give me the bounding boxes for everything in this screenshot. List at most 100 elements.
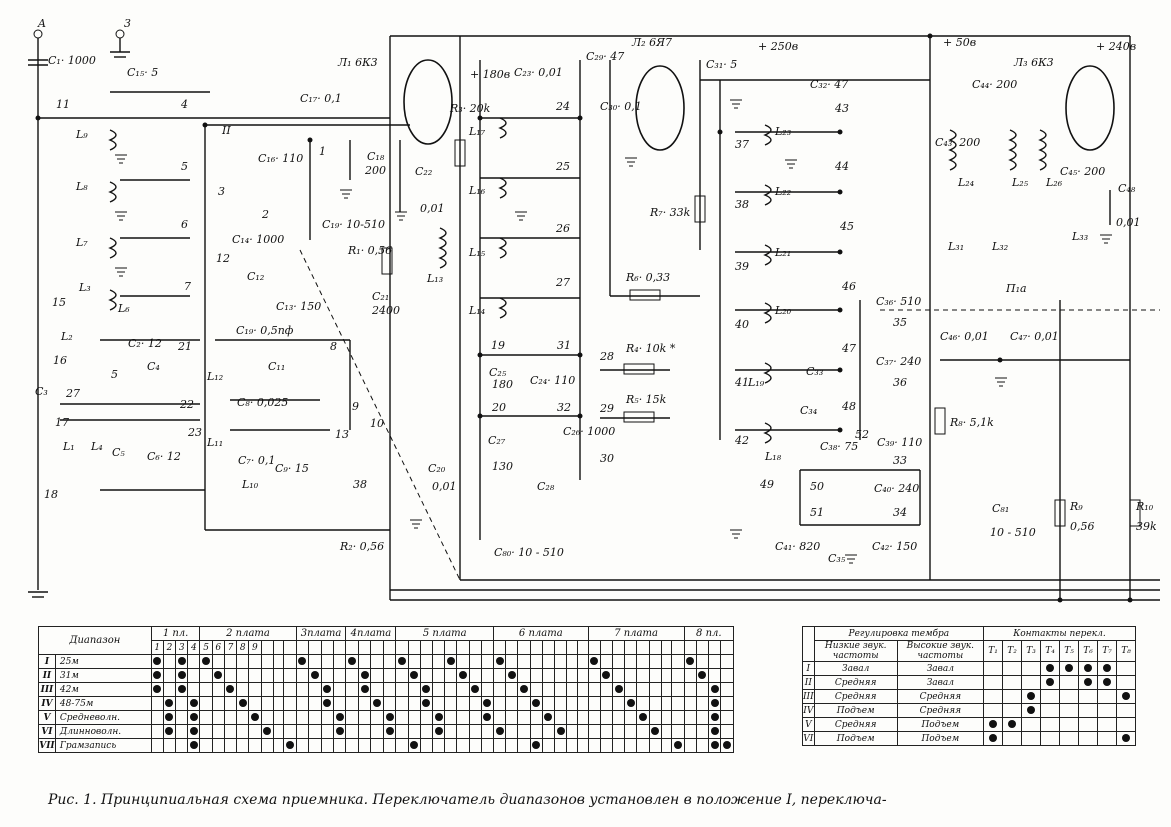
- switch-cell: [505, 668, 519, 683]
- switch-cell: [382, 724, 397, 739]
- switch-cell: [624, 696, 638, 711]
- switch-cell: [493, 668, 507, 683]
- component-label: C₂₆· 1000: [563, 425, 615, 438]
- switch-cell: [199, 738, 213, 753]
- component-label: C₈₀· 10 - 510: [494, 546, 564, 559]
- switch-cell: [211, 668, 225, 683]
- switch-cell: [624, 668, 638, 683]
- component-label: 11: [56, 98, 70, 111]
- switch-cell: [187, 696, 201, 711]
- plate-header: 4плата: [345, 626, 397, 641]
- contact-closed-dot: [335, 727, 344, 735]
- column-cell: [611, 640, 626, 655]
- contact-closed-dot: [1008, 720, 1016, 728]
- switch-cell: [708, 682, 722, 697]
- contact-cell: [1002, 675, 1022, 690]
- component-label: A: [37, 17, 46, 30]
- component-label: L₁₄: [468, 304, 485, 317]
- contact-header: T₈: [1116, 640, 1136, 662]
- switch-cell: [480, 654, 495, 669]
- contact-cell: [1078, 731, 1098, 746]
- component-label: C₃₅: [828, 552, 846, 565]
- switch-cell: [444, 668, 458, 683]
- switch-cell: [175, 724, 189, 739]
- switch-cell: [660, 738, 673, 753]
- switch-cell: [150, 696, 164, 711]
- component-label: Л₃ 6К3: [1013, 56, 1054, 69]
- column-cell: [395, 640, 409, 655]
- component-label: C₄₇· 0,01: [1010, 330, 1059, 343]
- component-label: C₄: [147, 360, 160, 373]
- contact-closed-dot: [1046, 678, 1054, 686]
- figure-caption: Рис. 1. Принципиальная схема приемника. …: [48, 792, 887, 808]
- column-number: 6: [211, 640, 225, 655]
- contact-cell: [1097, 661, 1117, 676]
- contact-closed-dot: [590, 657, 599, 665]
- switch-cell: [407, 738, 421, 753]
- switch-cell: [444, 696, 458, 711]
- switch-cell: [419, 724, 434, 739]
- switch-cell: [332, 696, 347, 711]
- component-label: L₄: [90, 440, 103, 453]
- switch-cell: [708, 710, 722, 725]
- switch-cell: [308, 724, 322, 739]
- switch-cell: [529, 710, 543, 725]
- column-cell: [480, 640, 495, 655]
- switch-cell: [211, 724, 225, 739]
- contact-cell: [1040, 689, 1060, 704]
- switch-cell: [444, 654, 458, 669]
- band-name: Длинноволн.: [54, 724, 152, 739]
- contact-closed-dot: [360, 685, 369, 693]
- switch-cell: [223, 682, 238, 697]
- switch-cell: [150, 654, 164, 669]
- switch-cell: [260, 710, 274, 725]
- switch-cell: [671, 710, 685, 725]
- contact-closed-dot: [298, 657, 307, 665]
- component-label: L₁₈: [764, 450, 782, 463]
- switch-cell: [357, 696, 372, 711]
- contact-header: T₆: [1078, 640, 1098, 662]
- switch-cell: [248, 668, 262, 683]
- column-cell: [320, 640, 335, 655]
- component-label: П₁а: [1005, 282, 1027, 295]
- contact-cell: [1059, 675, 1079, 690]
- plate-header: 2 плата: [199, 626, 297, 641]
- component-label: 36: [893, 376, 907, 389]
- contact-cell: [1040, 703, 1060, 718]
- switch-cell: [199, 724, 213, 739]
- component-label: C₂₄· 110: [530, 374, 575, 387]
- switch-cell: [468, 668, 482, 683]
- contact-cell: [1078, 675, 1098, 690]
- contact-cell: [1116, 703, 1136, 718]
- switch-cell: [223, 668, 238, 683]
- contact-closed-dot: [532, 741, 541, 749]
- component-label: 22: [179, 398, 194, 411]
- component-label: 38: [735, 198, 749, 211]
- switch-cell: [211, 696, 225, 711]
- switch-cell: [150, 682, 164, 697]
- component-label: L₂₂: [774, 185, 791, 198]
- component-label: R₁· 0,56: [347, 244, 392, 257]
- column-cell: [576, 640, 589, 655]
- contact-closed-dot: [285, 741, 294, 749]
- switch-cell: [162, 696, 177, 711]
- component-label: C₄₀· 240: [874, 482, 919, 495]
- switch-cell: [332, 654, 347, 669]
- switch-cell: [248, 654, 262, 669]
- switch-cell: [517, 654, 531, 669]
- switch-cell: [357, 710, 372, 725]
- switch-cell: [541, 682, 556, 697]
- switch-cell: [236, 654, 250, 669]
- component-label: 51: [810, 506, 824, 519]
- contact-closed-dot: [638, 713, 647, 721]
- switch-cell: [576, 696, 589, 711]
- switch-cell: [223, 738, 238, 753]
- component-label: L₁₁: [206, 436, 223, 449]
- column-cell: [407, 640, 421, 655]
- component-label: R₄· 10k *: [625, 342, 676, 355]
- component-label: Л₁ 6К3: [337, 56, 378, 69]
- switch-cell: [493, 738, 507, 753]
- switch-cell: [468, 724, 482, 739]
